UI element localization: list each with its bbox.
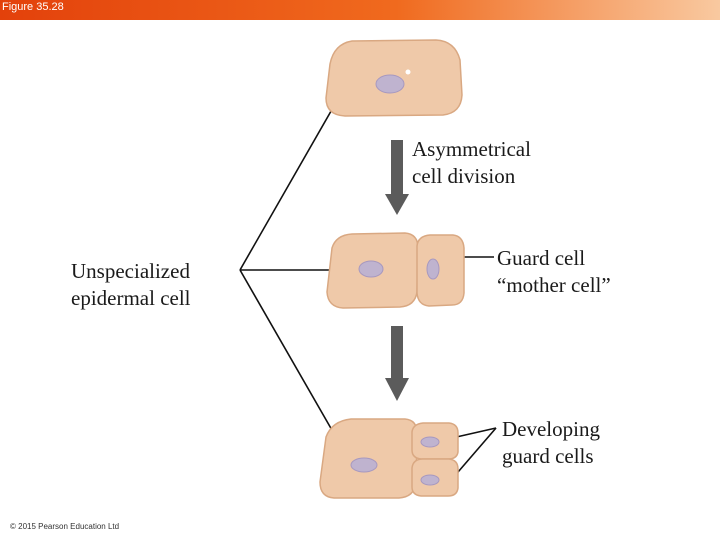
guard-mother-cell: [416, 234, 465, 307]
cell-body: [416, 234, 465, 307]
label-line-1: Unspecialized: [71, 259, 190, 283]
label-line-1: Developing: [502, 417, 600, 441]
label-line-2: cell division: [412, 164, 516, 188]
header-bar: [0, 0, 720, 20]
label-line-2: “mother cell”: [497, 273, 611, 297]
guard-cell-pointer-upper: [451, 427, 497, 439]
nucleus: [375, 74, 405, 94]
nucleus: [420, 436, 440, 448]
epidermal-cell-bottom: [319, 418, 418, 499]
nucleus: [420, 474, 440, 486]
copyright-notice: © 2015 Pearson Education Ltd: [10, 522, 120, 531]
guard-cell-lower: [411, 458, 459, 497]
label-line-1: Asymmetrical: [412, 137, 531, 161]
guard-mother-cell-label: Guard cell “mother cell”: [497, 245, 611, 299]
label-line-2: guard cells: [502, 444, 594, 468]
guard-cell-upper: [411, 422, 459, 460]
epidermal-cell-top: [325, 39, 463, 117]
connector-line-bottom: [239, 269, 349, 459]
label-line-2: epidermal cell: [71, 286, 191, 310]
nucleus: [350, 457, 378, 473]
developing-guard-cells-label: Developing guard cells: [502, 416, 600, 470]
nucleus: [358, 260, 384, 278]
unspecialized-cell-label: Unspecialized epidermal cell: [71, 258, 191, 312]
guard-cell-pointer-lower: [451, 427, 497, 480]
division-arrow-1: [385, 140, 409, 215]
epidermal-cell-middle: [326, 232, 419, 309]
nucleolus: [405, 69, 411, 75]
label-line-1: Guard cell: [497, 246, 586, 270]
nucleus: [426, 258, 440, 280]
division-arrow-2: [385, 326, 409, 401]
figure-label: Figure 35.28: [2, 1, 64, 13]
asymmetrical-division-label: Asymmetrical cell division: [412, 136, 531, 190]
